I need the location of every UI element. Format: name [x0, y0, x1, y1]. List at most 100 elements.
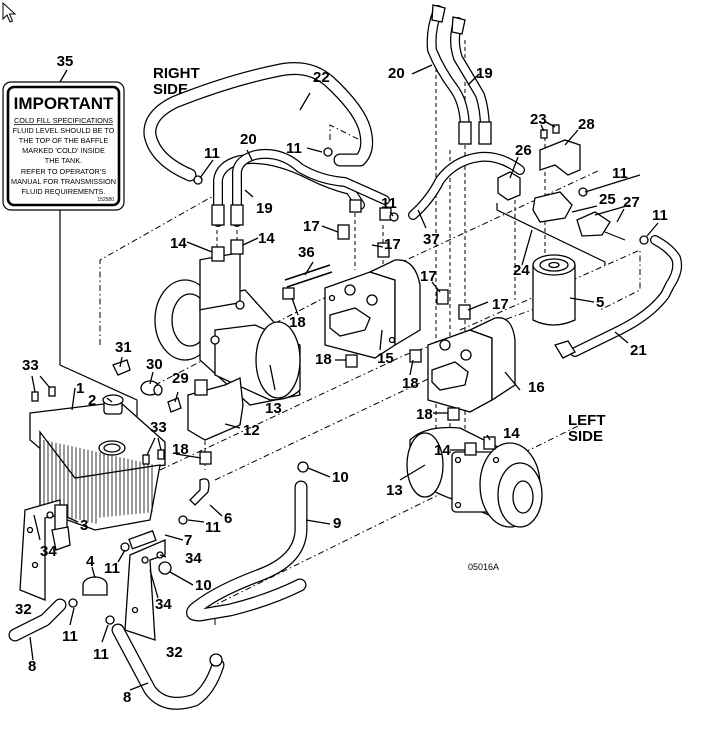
left-side-label: LEFT	[568, 412, 606, 429]
callout-11d: 11	[612, 165, 628, 182]
callout-32b: 32	[166, 644, 183, 661]
callout-leaders	[29, 64, 659, 691]
callout-18e: 18	[172, 441, 189, 458]
fitting-7	[128, 530, 157, 550]
callout-8a: 8	[28, 658, 36, 675]
callout-11a: 11	[204, 145, 220, 162]
callout-18d: 18	[416, 406, 433, 423]
hoses-19-20-right	[211, 148, 392, 227]
callout-21: 21	[630, 342, 647, 359]
callout-11f: 11	[205, 519, 221, 536]
callout-7: 7	[184, 532, 192, 549]
callout-1: 1	[76, 380, 84, 397]
callout-17d: 17	[492, 296, 509, 313]
decal-line: THE TOP OF THE BAFFLE	[19, 136, 109, 145]
hose-9	[186, 480, 308, 622]
callout-33b: 33	[150, 419, 167, 436]
callout-18b: 18	[315, 351, 332, 368]
decal-line: MANUAL FOR TRANSMISSION	[11, 177, 116, 186]
fittings-14-17-18	[199, 224, 496, 465]
pump-16	[427, 317, 516, 413]
callout-26: 26	[515, 142, 532, 159]
hose-21	[554, 235, 683, 359]
callout-28: 28	[578, 116, 595, 133]
callout-11i: 11	[93, 646, 109, 663]
callout-5: 5	[596, 294, 604, 311]
callout-17a: 17	[303, 218, 320, 235]
callout-24: 24	[513, 262, 530, 279]
hoses-19-20-top	[426, 4, 492, 145]
filter-5	[532, 254, 576, 326]
callout-20b: 20	[388, 65, 405, 82]
callout-10a: 10	[332, 469, 349, 486]
callout-11g: 11	[104, 560, 120, 577]
callout-34c: 34	[155, 596, 172, 613]
callout-32a: 32	[15, 601, 32, 618]
hose-8-lower	[8, 598, 225, 710]
callout-18a: 18	[289, 314, 306, 331]
callout-17c: 17	[420, 268, 437, 285]
callout-19b: 19	[476, 65, 493, 82]
callout-35: 35	[57, 53, 74, 70]
callout-34a: 34	[40, 543, 57, 560]
decal-heading: COLD FILL SPECIFICATIONS	[14, 116, 113, 125]
callout-17b: 17	[384, 236, 401, 253]
decal-line: FLUID LEVEL SHOULD BE TO	[13, 126, 115, 135]
hose-22	[143, 62, 374, 182]
hose-37	[408, 151, 525, 220]
callout-20a: 20	[240, 131, 257, 148]
right-side-label: RIGHT	[153, 65, 200, 82]
callout-27: 27	[623, 194, 640, 211]
callout-14d: 14	[503, 425, 520, 442]
decal-line: MARKED 'COLD' INSIDE	[22, 146, 105, 155]
bolt-36	[284, 264, 333, 288]
callout-30: 30	[146, 356, 163, 373]
callout-numbers: 1 2 3 4 5 6 7 8 8 9 10 10 11 11 11 11 11…	[15, 65, 668, 706]
callout-23: 23	[530, 111, 547, 128]
callout-37: 37	[423, 231, 440, 248]
callout-36: 36	[298, 244, 315, 261]
pump-15	[324, 259, 421, 359]
fitting-4	[82, 576, 108, 596]
callout-22: 22	[313, 69, 330, 86]
callout-6: 6	[224, 510, 232, 527]
clamps-10-11	[68, 147, 649, 625]
callout-33a: 33	[22, 357, 39, 374]
callout-9: 9	[333, 515, 341, 532]
callout-25: 25	[599, 191, 616, 208]
decal-line: FLUID REQUIREMENTS.	[22, 187, 106, 196]
decal-line: THE TANK.	[45, 156, 82, 165]
callout-34b: 34	[185, 550, 202, 567]
callout-16: 16	[528, 379, 545, 396]
callout-14a: 14	[170, 235, 187, 252]
callout-13b: 13	[386, 482, 403, 499]
callout-11e: 11	[652, 207, 668, 224]
callout-4: 4	[86, 553, 95, 570]
callout-11c: 11	[381, 195, 397, 212]
callout-19a: 19	[256, 200, 273, 217]
decal-line: REFER TO OPERATOR'S	[21, 167, 106, 176]
fill-cap-2	[102, 394, 124, 415]
arrow-pointer-icon	[2, 1, 17, 23]
bracket-32-right	[124, 539, 166, 641]
decal-part-code: 152580	[97, 197, 114, 203]
callout-14b: 14	[258, 230, 275, 247]
callout-13a: 13	[265, 400, 282, 417]
important-decal: IMPORTANT COLD FILL SPECIFICATIONS FLUID…	[2, 81, 125, 211]
callout-11b: 11	[286, 140, 302, 157]
callout-12: 12	[243, 422, 260, 439]
pump-13-left	[406, 426, 543, 528]
fittings-29-30-31	[112, 359, 182, 413]
callout-8b: 8	[123, 689, 131, 706]
callout-18c: 18	[402, 375, 419, 392]
decal-title: IMPORTANT	[14, 94, 114, 113]
callout-15: 15	[377, 350, 394, 367]
callout-3: 3	[80, 517, 88, 534]
fitting-6	[189, 478, 210, 506]
left-side-label: SIDE	[568, 428, 603, 445]
callout-11h: 11	[62, 628, 78, 645]
figure-code: 05016A	[468, 562, 499, 572]
bracket-32-left	[19, 499, 61, 601]
callout-29: 29	[172, 370, 189, 387]
